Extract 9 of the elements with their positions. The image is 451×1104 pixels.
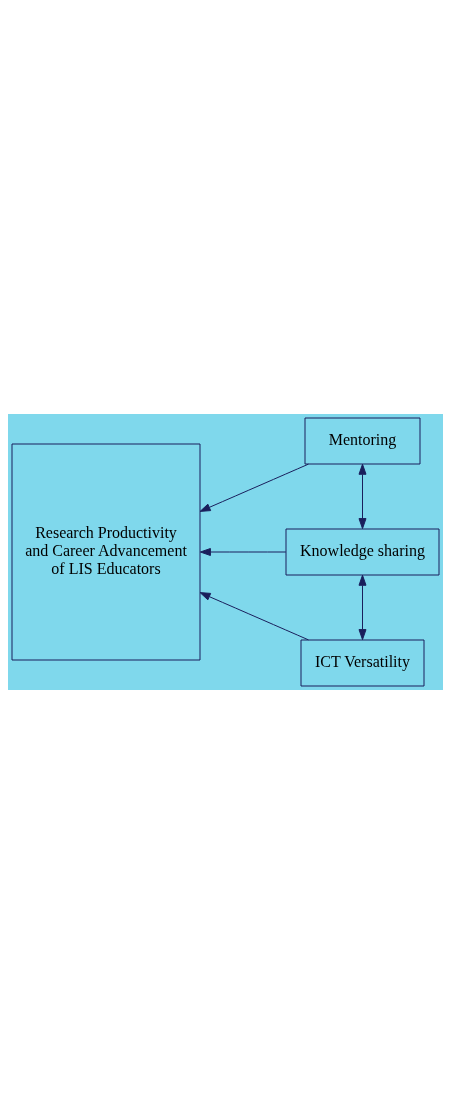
arrow <box>199 592 309 641</box>
arrow <box>199 548 287 556</box>
node-box: Mentoring <box>304 417 421 465</box>
arrow <box>358 574 367 641</box>
arrow <box>199 463 309 512</box>
node-box: ICT Versatility <box>300 639 425 687</box>
node-box: Research Productivity and Career Advancement of LIS Educators <box>11 443 201 661</box>
node-box: Knowledge sharing <box>285 528 440 576</box>
arrow <box>358 463 367 530</box>
